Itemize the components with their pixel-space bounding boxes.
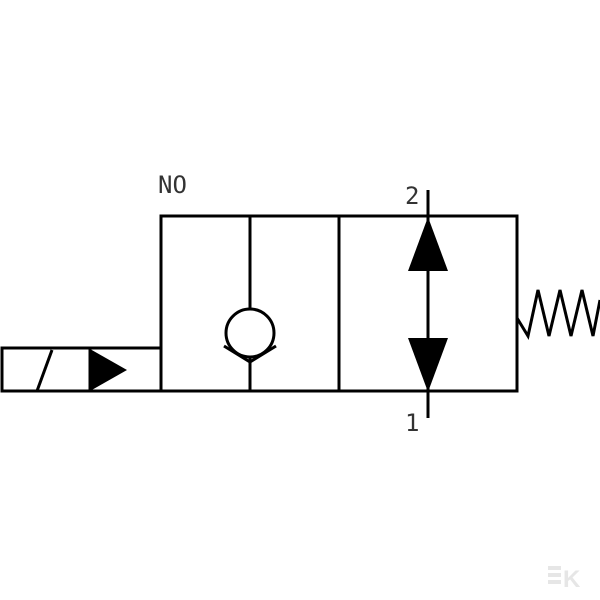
watermark-logo: K bbox=[548, 566, 581, 593]
flow-arrow-up-icon bbox=[408, 217, 448, 271]
svg-text:K: K bbox=[563, 566, 581, 593]
port-label-bottom: 1 bbox=[405, 409, 419, 437]
flow-arrow-down-icon bbox=[408, 338, 448, 392]
port-label-top: 2 bbox=[405, 182, 419, 210]
mode-label: NO bbox=[158, 171, 187, 199]
solenoid-coil-slash bbox=[35, 349, 54, 392]
check-ball bbox=[224, 307, 276, 359]
check-valve-envelope bbox=[223, 216, 277, 391]
solenoid-arrow-icon bbox=[90, 349, 127, 391]
solenoid-box bbox=[0, 346, 163, 393]
solenoid-actuator bbox=[0, 346, 163, 393]
return-spring bbox=[515, 289, 600, 340]
